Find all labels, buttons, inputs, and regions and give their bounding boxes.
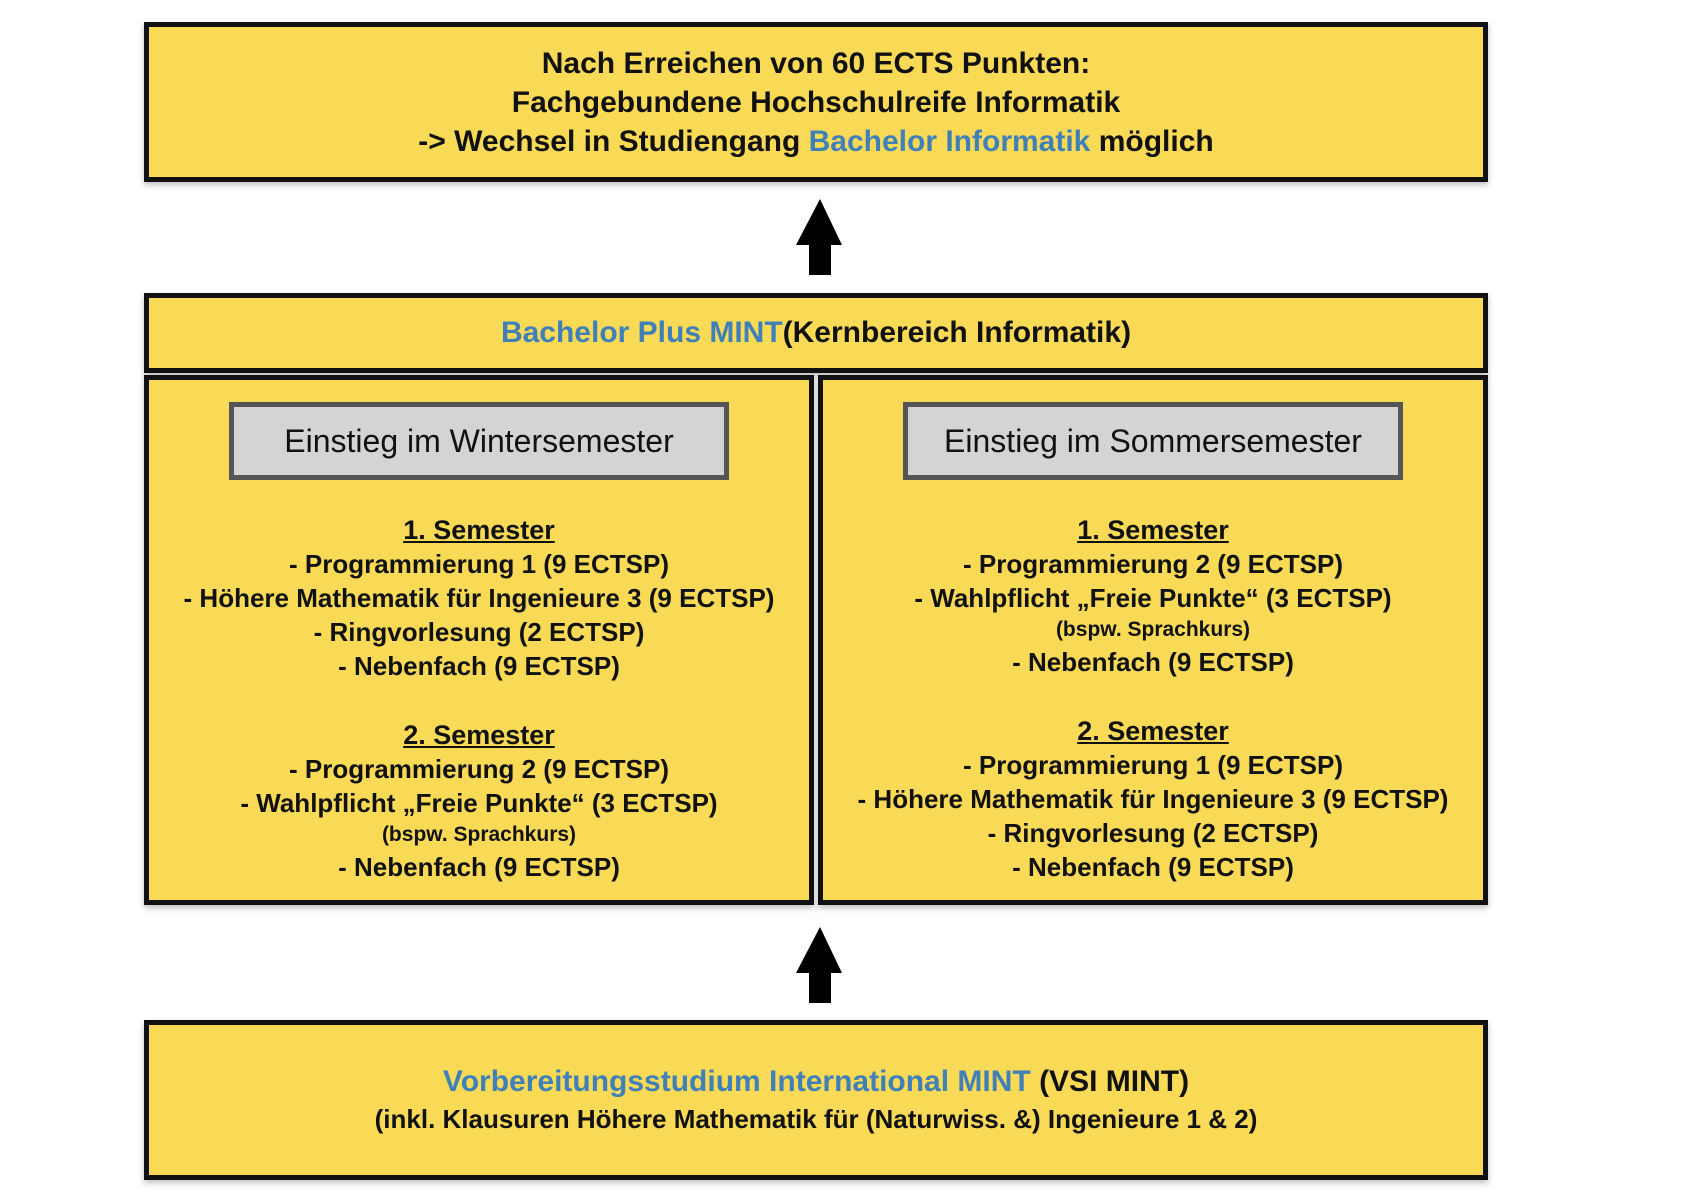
middle-header-box: Bachelor Plus MINT (Kernbereich Informat… [144,293,1488,373]
course-item: - Höhere Mathematik für Ingenieure 3 (9 … [183,583,775,613]
summer-entry-label: Einstieg im Sommersemester [903,402,1403,480]
course-item: - Höhere Mathematik für Ingenieure 3 (9 … [857,784,1449,814]
course-item: - Nebenfach (9 ECTSP) [338,852,620,882]
course-item: - Nebenfach (9 ECTSP) [1012,852,1294,882]
course-item: - Programmierung 1 (9 ECTSP) [289,549,669,579]
bottom-line-1-suffix: (VSI MINT) [1030,1065,1190,1098]
top-line-3: -> Wechsel in Studiengang Bachelor Infor… [418,122,1213,161]
semester-heading: 2. Semester [403,720,555,750]
course-item: - Nebenfach (9 ECTSP) [1012,647,1294,677]
course-item: - Programmierung 2 (9 ECTSP) [963,549,1343,579]
middle-header-suffix: (Kernbereich Informatik) [782,316,1132,349]
semester-heading: 2. Semester [1077,716,1229,746]
course-item: - Programmierung 2 (9 ECTSP) [289,754,669,784]
bottom-line-2: (inkl. Klausuren Höhere Mathematik für (… [374,1104,1258,1134]
course-note: (bspw. Sprachkurs) [381,823,577,846]
course-item: - Programmierung 1 (9 ECTSP) [963,750,1343,780]
summer-semester-2: 2. Semester - Programmierung 1 (9 ECTSP)… [823,714,1483,884]
course-note: (bspw. Sprachkurs) [1055,618,1251,641]
course-item: - Ringvorlesung (2 ECTSP) [313,617,645,647]
arrow-up-icon-top [796,199,842,275]
top-line-1: Nach Erreichen von 60 ECTS Punkten: [541,46,1091,80]
arrow-up-icon-bottom [796,927,842,1003]
top-line-3-prefix: -> Wechsel in Studiengang [418,124,809,158]
course-item: - Wahlpflicht „Freie Punkte“ (3 ECTSP) [240,788,718,818]
bachelor-informatik-highlight: Bachelor Informatik [808,124,1091,158]
summer-semester-1: 1. Semester - Programmierung 2 (9 ECTSP)… [823,513,1483,679]
semester-heading: 1. Semester [1077,515,1229,545]
course-item: - Wahlpflicht „Freie Punkte“ (3 ECTSP) [914,583,1392,613]
winter-semester-1: 1. Semester - Programmierung 1 (9 ECTSP)… [149,513,809,683]
winter-entry-label: Einstieg im Wintersemester [229,402,729,480]
winter-column: Einstieg im Wintersemester 1. Semester -… [144,375,814,905]
winter-semester-2: 2. Semester - Programmierung 2 (9 ECTSP)… [149,718,809,884]
bottom-box: Vorbereitungsstudium International MINT … [144,1020,1488,1180]
top-line-3-suffix: möglich [1090,124,1214,158]
course-item: - Nebenfach (9 ECTSP) [338,651,620,681]
semester-heading: 1. Semester [403,515,555,545]
summer-column: Einstieg im Sommersemester 1. Semester -… [818,375,1488,905]
vsi-mint-highlight: Vorbereitungsstudium International MINT [442,1065,1031,1098]
top-box: Nach Erreichen von 60 ECTS Punkten: Fach… [144,22,1488,182]
bachelor-plus-mint-highlight: Bachelor Plus MINT [500,316,783,349]
course-item: - Ringvorlesung (2 ECTSP) [987,818,1319,848]
bottom-line-1: Vorbereitungsstudium International MINT … [443,1063,1189,1101]
top-line-2: Fachgebundene Hochschulreife Informatik [511,85,1121,119]
